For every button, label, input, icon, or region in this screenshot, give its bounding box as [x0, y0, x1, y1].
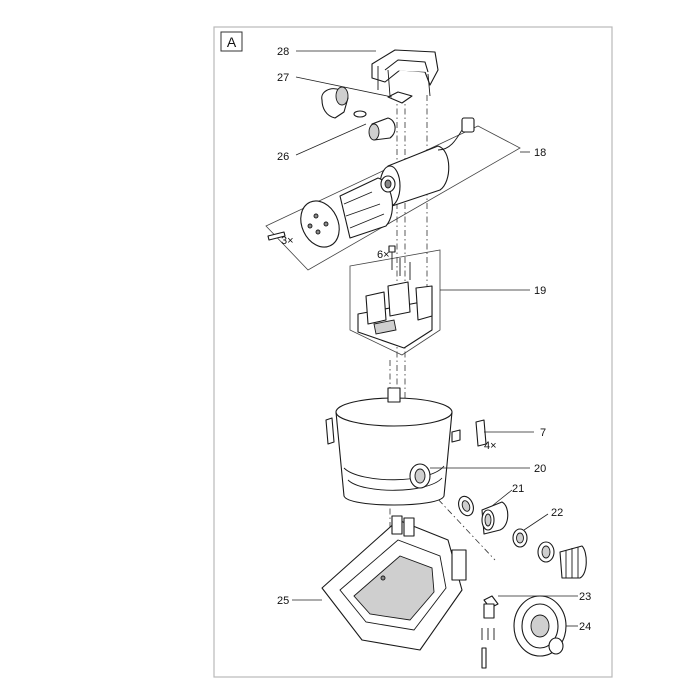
part-24-wheel-knob — [513, 595, 567, 657]
callout-25: 25 — [277, 595, 289, 607]
sheet-letter-box — [220, 31, 243, 52]
part-20-filter-housing — [325, 387, 487, 506]
callout-27: 27 — [277, 72, 289, 84]
callout-21: 21 — [512, 483, 524, 495]
callout-22: 22 — [551, 507, 563, 519]
leader-lines — [292, 50, 578, 627]
part-27-retaining-plate — [387, 91, 413, 104]
part-22-hose-nozzle — [512, 528, 587, 579]
part-19-mounting-block — [349, 245, 441, 356]
part-21-outlet-fitting — [458, 495, 509, 535]
qty-screws-3: 3× — [281, 235, 294, 247]
part-28-mounting-bracket — [371, 49, 439, 97]
part-26-elbow-connector — [321, 86, 396, 141]
callout-26: 26 — [277, 151, 289, 163]
callout-23: 23 — [579, 591, 591, 603]
drawing-frame — [213, 26, 613, 678]
callout-7: 7 — [540, 427, 546, 439]
qty-clips-4: 4× — [484, 440, 497, 452]
callout-24: 24 — [579, 621, 591, 633]
callout-28: 28 — [277, 46, 289, 58]
part-23-small-fittings — [481, 595, 499, 669]
qty-screws-6: 6× — [377, 249, 390, 261]
part-18-pump-unit — [265, 117, 521, 271]
callout-19: 19 — [534, 285, 546, 297]
sheet-letter: A — [227, 34, 237, 50]
callout-18: 18 — [534, 147, 546, 159]
part-25-base-tray — [321, 515, 467, 651]
callout-20: 20 — [534, 463, 546, 475]
